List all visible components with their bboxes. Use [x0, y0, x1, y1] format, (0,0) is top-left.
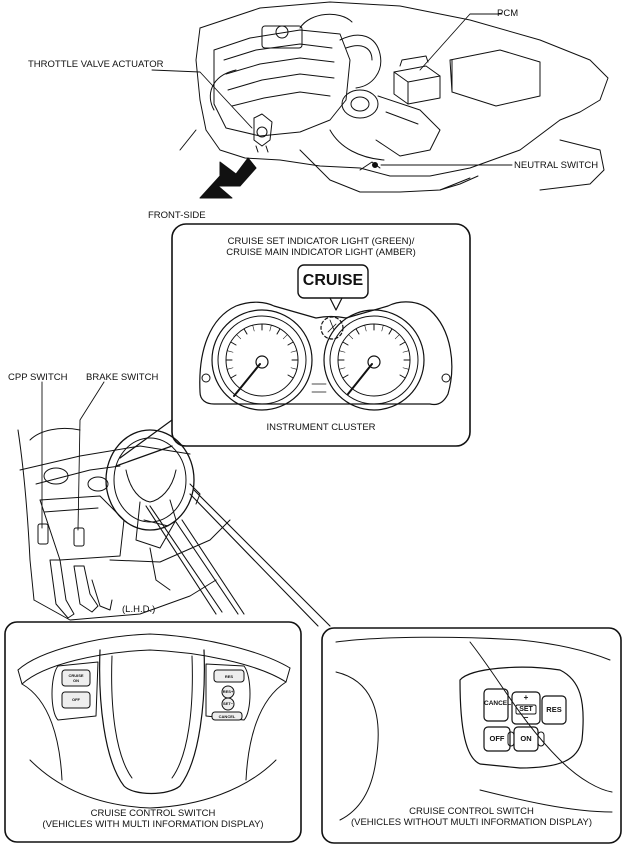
ccs-with-mid-caption-line2: (VEHICLES WITH MULTI INFORMATION DISPLAY…	[42, 819, 264, 830]
switch-panel-left	[4, 621, 302, 843]
cancel-switch-left-label: CANCEL	[218, 714, 236, 719]
cpp-switch-label: CPP SWITCH	[8, 372, 68, 383]
indicator-light-label-line1: CRUISE SET INDICATOR LIGHT (GREEN)/	[227, 236, 415, 247]
gauge-tick	[290, 350, 298, 353]
gauge-tick	[287, 374, 294, 379]
gauge-tick	[230, 341, 237, 346]
indicator-light-label-line2: CRUISE MAIN INDICATOR LIGHT (AMBER)	[226, 247, 416, 258]
switch-panel-right	[321, 627, 622, 844]
gauge-tick	[290, 367, 298, 370]
plus-switch-label: +	[523, 693, 529, 702]
gauge-tick	[399, 374, 406, 379]
ccs-without-mid-caption-line1: CRUISE CONTROL SWITCH	[409, 806, 534, 817]
off-switch-label: OFF	[489, 734, 505, 743]
gauge-tick	[394, 334, 400, 340]
cruise-indicator-callout: CRUISE	[302, 272, 364, 289]
front-side-label: FRONT-SIDE	[148, 210, 206, 221]
pcm-label: PCM	[497, 8, 519, 19]
cabin-interior-illustration	[17, 381, 231, 621]
throttle-valve-actuator-label: THROTTLE VALVE ACTUATOR	[28, 59, 164, 70]
gauge-tick	[381, 324, 384, 332]
neutral-switch-label: NEUTRAL SWITCH	[514, 160, 599, 171]
gauge-tick	[226, 350, 234, 353]
gauge-tick	[252, 324, 255, 332]
gauge-tick	[230, 374, 237, 379]
minus-switch-label: −	[523, 713, 529, 722]
gauge-tick	[342, 374, 349, 379]
brake-switch-label: BRAKE SWITCH	[86, 372, 159, 383]
cluster-pointer	[115, 419, 173, 467]
res-switch-label: RES	[546, 705, 562, 714]
gauge-tick	[276, 328, 281, 335]
gauge-tick	[269, 324, 272, 332]
front-side-arrow	[199, 157, 257, 199]
gauge-tick	[364, 324, 367, 332]
res-switch-left-label: RES	[224, 674, 234, 679]
gauge-tick	[355, 328, 360, 335]
gauge-tick	[226, 367, 234, 370]
gauge-tick	[402, 367, 410, 370]
gauge-tick	[399, 341, 406, 346]
gauge-tick	[282, 334, 288, 340]
engine-bay-illustration	[151, 1, 609, 193]
gauge-tick	[348, 334, 354, 340]
gauge-tick	[243, 328, 248, 335]
instrument-cluster-panel	[171, 223, 471, 447]
lhd-label: (L.H.D.)	[122, 604, 156, 615]
cancel-switch-label: CANCEL	[484, 700, 512, 707]
ccs-without-mid-caption-line2: (VEHICLES WITHOUT MULTI INFORMATION DISP…	[350, 817, 593, 828]
set-switch-label: SET	[519, 706, 533, 713]
ccs-with-mid-caption-line1: CRUISE CONTROL SWITCH	[90, 808, 216, 819]
res-plus-switch-label: RES+	[222, 689, 234, 694]
gauge-tick	[287, 341, 294, 346]
gauge-tick	[388, 328, 393, 335]
switch-pointer-lines	[145, 489, 331, 627]
gauge-tick	[236, 334, 242, 340]
instrument-cluster-label: INSTRUMENT CLUSTER	[266, 422, 376, 433]
on-switch-label: ON	[520, 734, 532, 743]
gauge-tick	[402, 350, 410, 353]
set-minus-switch-label: SET−	[222, 701, 234, 706]
gauge-tick	[338, 367, 346, 370]
gauge-tick	[338, 350, 346, 353]
gauge-tick	[342, 341, 349, 346]
off-switch-left-label: OFF	[72, 697, 80, 702]
